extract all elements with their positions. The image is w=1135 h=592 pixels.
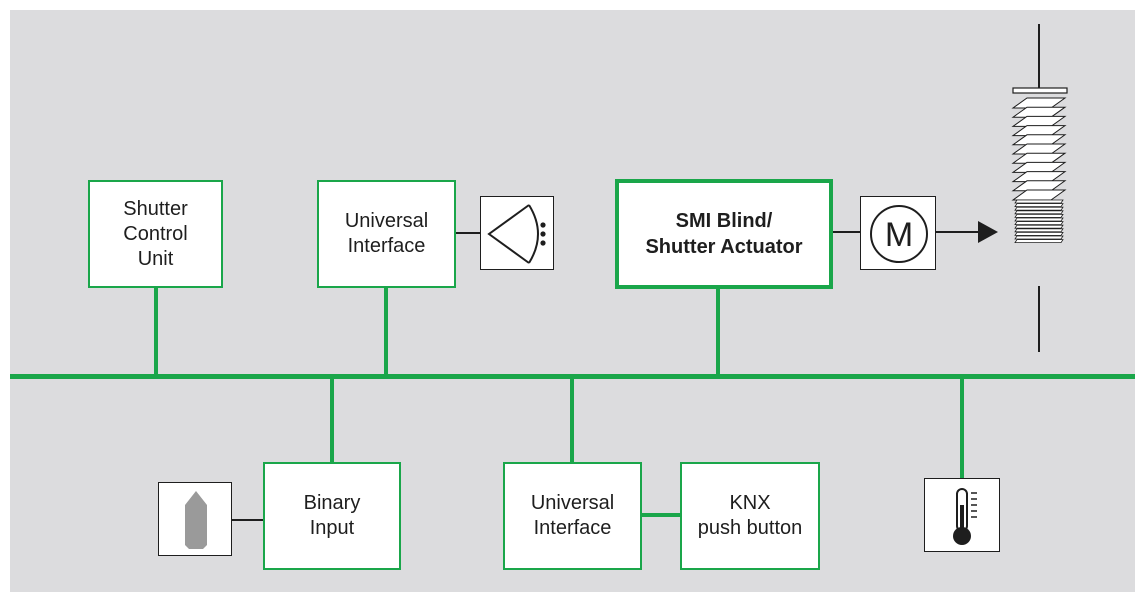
blind-slat — [1011, 189, 1067, 201]
blind-head-rail — [1012, 87, 1068, 94]
knx-push-button-label: KNX push button — [697, 492, 803, 539]
motor-icon: M — [860, 196, 936, 270]
bus-drop-universal-interface-bottom — [570, 376, 574, 464]
blind-slat — [1011, 152, 1067, 164]
blind-stack-slat — [1014, 224, 1064, 229]
universal-interface-bottom-box: Universal Interface — [503, 462, 642, 570]
link-interface-pushbutton — [640, 513, 682, 517]
smi-actuator-box: SMI Blind/ Shutter Actuator — [615, 179, 833, 289]
universal-interface-top-box: Universal Interface — [317, 180, 456, 288]
binary-input-box: Binary Input — [263, 462, 401, 570]
blind-stack-slat — [1014, 221, 1064, 226]
blind-slat — [1011, 171, 1067, 183]
blind-stack-slat — [1014, 217, 1064, 222]
bus-drop-universal-interface-top — [384, 286, 388, 376]
blind-icon — [1011, 24, 1068, 352]
thermometer-icon-graphic — [953, 488, 977, 545]
universal-interface-bottom-label: Universal Interface — [530, 492, 615, 539]
blind-slat — [1011, 125, 1067, 137]
contact-icon — [158, 482, 232, 556]
blind-slat — [1011, 180, 1067, 192]
blind-stack-slat — [1014, 203, 1064, 208]
blind-stack-slat — [1014, 199, 1064, 204]
knx-push-button-box: KNX push button — [680, 462, 820, 570]
contact-icon-graphic — [185, 491, 207, 549]
bus-drop-thermometer — [960, 376, 964, 478]
blind-stack-slat — [1014, 239, 1064, 244]
blind-stack-slat — [1014, 228, 1064, 233]
bus-drop-smi-actuator — [716, 288, 720, 376]
universal-interface-top-label: Universal Interface — [344, 210, 429, 257]
binary-input-label: Binary Input — [303, 492, 361, 539]
sensor-icon — [480, 196, 554, 270]
bus-drop-binary-input — [330, 376, 334, 464]
motor-symbol: M — [885, 216, 913, 254]
blind-slat — [1011, 161, 1067, 173]
bus-drop-shutter-control — [154, 286, 158, 376]
blind-stack-slat — [1014, 231, 1064, 236]
blind-stack-slat — [1014, 213, 1064, 218]
shutter-control-unit-label: Shutter Control Unit — [123, 197, 188, 270]
sensor-icon-graphic — [487, 204, 546, 264]
thermometer-icon — [924, 478, 1000, 552]
shutter-control-unit-box: Shutter Control Unit — [88, 180, 223, 288]
blind-slat — [1011, 97, 1067, 109]
blind-slat — [1011, 115, 1067, 127]
link-actuator-motor — [832, 231, 860, 233]
arrow-icon — [978, 221, 998, 243]
blind-slat — [1011, 143, 1067, 155]
blind-slat — [1011, 106, 1067, 118]
link-contact-binary-input — [232, 519, 264, 521]
blind-stack-slat — [1014, 206, 1064, 211]
blind-stack-slat — [1014, 210, 1064, 215]
blind-slat — [1011, 134, 1067, 146]
blind-stack-slat — [1014, 235, 1064, 240]
motor-icon-graphic: M — [870, 205, 928, 263]
smi-actuator-label: SMI Blind/ Shutter Actuator — [645, 210, 803, 258]
arrow-shaft — [936, 231, 982, 233]
link-interface-sensor — [454, 232, 480, 234]
